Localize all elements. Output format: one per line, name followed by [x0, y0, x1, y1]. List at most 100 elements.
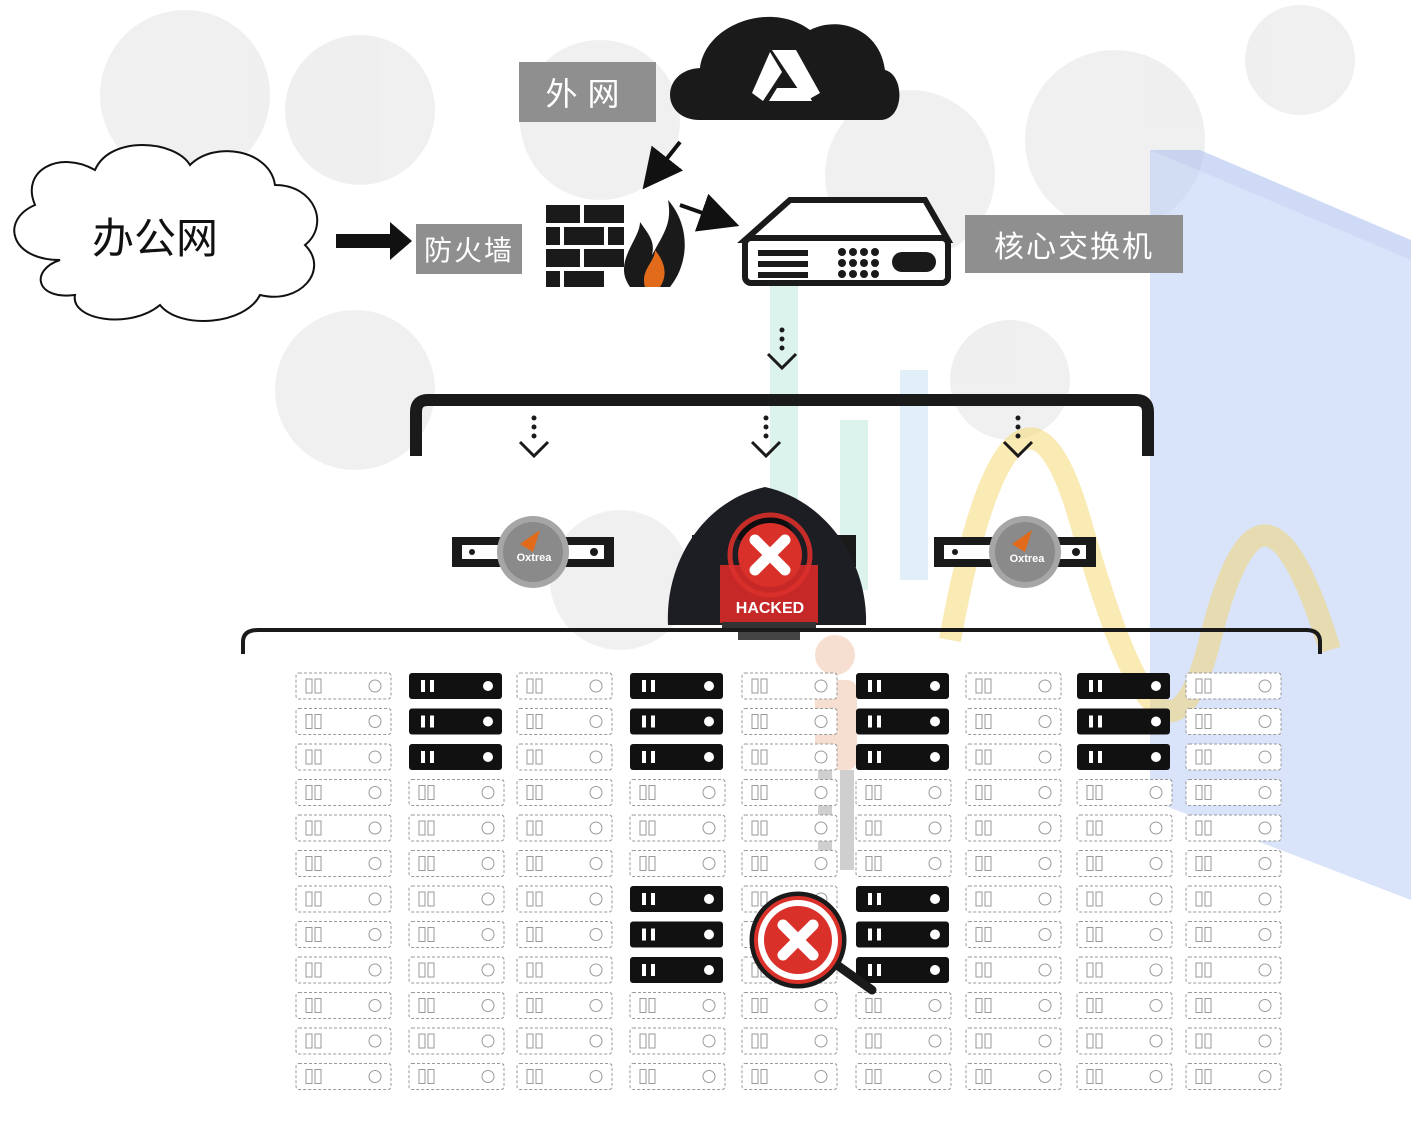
server-unit [1076, 1027, 1173, 1055]
atom-icon [1245, 5, 1355, 115]
server-unit [629, 850, 726, 877]
server-unit [855, 814, 952, 842]
server-unit [1185, 885, 1282, 913]
wan-label: 外网 [519, 62, 656, 122]
server-unit [1076, 992, 1173, 1019]
office-network-label: 办公网 [91, 213, 218, 263]
server-unit [295, 672, 392, 700]
dotted-down-arrow [750, 415, 782, 459]
server-unit [855, 1027, 952, 1055]
server-unit [295, 956, 392, 984]
distribution-bracket [410, 394, 1154, 456]
server-unit [1076, 956, 1173, 984]
server-unit [1076, 921, 1173, 948]
server-unit [1076, 850, 1173, 877]
server-grid [295, 672, 1282, 1090]
server-unit [1076, 1063, 1173, 1090]
server-unit [1185, 1063, 1282, 1090]
server-unit [295, 814, 392, 842]
server-unit [741, 814, 838, 842]
core-switch-icon [737, 197, 954, 286]
server-unit [295, 992, 392, 1019]
server-unit [516, 1063, 613, 1090]
core-switch-label: 核心交换机 [965, 215, 1183, 273]
server-unit [1185, 814, 1282, 842]
device-logo-text: Oxtrea [1009, 553, 1045, 565]
server-unit [408, 814, 505, 842]
server-unit [408, 885, 505, 913]
server-unit [965, 956, 1062, 984]
office-network-cloud [13, 144, 319, 322]
dotted-down-arrow [766, 327, 798, 371]
server-unit [741, 743, 838, 771]
cloud-drive-icon [670, 16, 900, 121]
right-aggregation-device [934, 516, 1096, 588]
server-unit [408, 921, 505, 948]
server-unit [629, 779, 726, 806]
server-unit [516, 779, 613, 806]
server-unit [741, 708, 838, 735]
server-unit [965, 672, 1062, 700]
server-unit [965, 743, 1062, 771]
server-unit [516, 992, 613, 1019]
server-unit [965, 708, 1062, 735]
server-unit [965, 885, 1062, 913]
headphone-icon [285, 35, 435, 185]
server-unit [741, 850, 838, 877]
server-unit [408, 956, 505, 984]
server-unit [516, 672, 613, 700]
server-unit [295, 1063, 392, 1090]
server-unit [629, 1027, 726, 1055]
server-unit [408, 779, 505, 806]
server-unit [1185, 992, 1282, 1019]
server-unit [1185, 956, 1282, 984]
server-unit [741, 1063, 838, 1090]
dotted-down-arrow [1002, 415, 1034, 459]
server-unit [295, 743, 392, 771]
server-unit [1185, 779, 1282, 806]
server-unit [516, 850, 613, 877]
server-unit [965, 1063, 1062, 1090]
server-unit [295, 921, 392, 948]
server-unit [965, 779, 1062, 806]
server-unit [516, 1027, 613, 1055]
server-unit [855, 850, 952, 877]
server-unit-active [630, 744, 723, 770]
server-unit-active [409, 708, 502, 735]
server-unit [1076, 779, 1173, 806]
server-unit [516, 885, 613, 913]
server-unit [855, 992, 952, 1019]
server-unit-active [630, 886, 723, 912]
server-unit [516, 921, 613, 948]
device-logo-text: Oxtrea [516, 552, 552, 564]
server-unit [965, 1027, 1062, 1055]
firewall-label: 防火墙 [416, 224, 522, 274]
server-unit [629, 814, 726, 842]
server-unit-active [1077, 744, 1170, 770]
server-unit [855, 779, 952, 806]
server-unit [741, 672, 838, 700]
server-unit-active [1077, 708, 1170, 735]
hacked-banner: HACKED [735, 600, 805, 617]
server-unit [1185, 921, 1282, 948]
server-unit [516, 814, 613, 842]
server-unit-active [856, 708, 949, 735]
server-unit [855, 1063, 952, 1090]
server-unit [965, 850, 1062, 877]
server-unit [295, 850, 392, 877]
server-unit-active [630, 673, 723, 699]
server-unit [1185, 708, 1282, 735]
server-unit [1076, 885, 1173, 913]
server-unit [516, 956, 613, 984]
server-unit [408, 1027, 505, 1055]
magnifier-alert-icon [749, 891, 877, 995]
server-unit [408, 850, 505, 877]
server-unit-active [856, 886, 949, 912]
server-unit [516, 708, 613, 735]
dotted-arrows [518, 327, 1034, 459]
wifi-icon [950, 320, 1070, 440]
server-unit [408, 1063, 505, 1090]
server-unit [295, 1027, 392, 1055]
server-unit-active [409, 673, 502, 699]
